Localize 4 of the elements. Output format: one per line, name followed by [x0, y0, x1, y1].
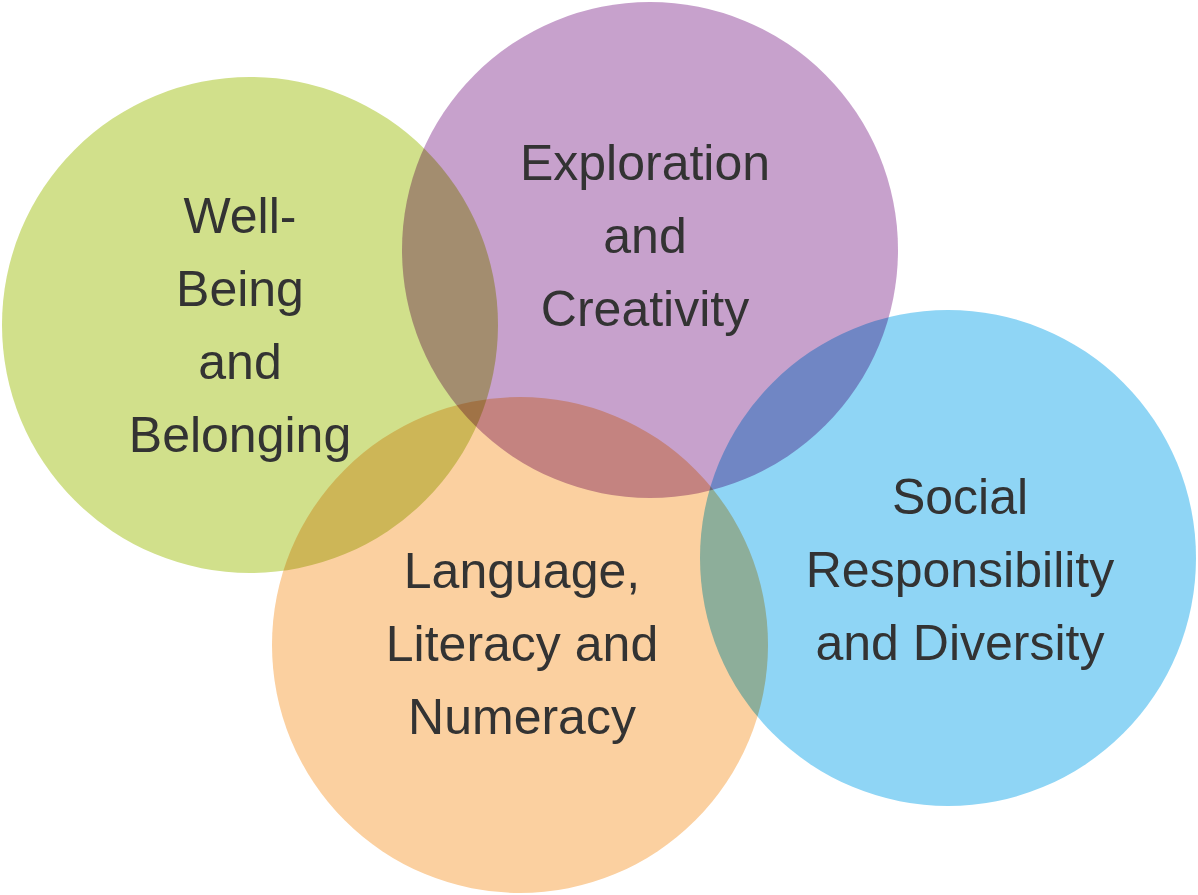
category-label: Well-Being and Belonging [128, 187, 352, 465]
category-label: Social Responsibility and Diversity [805, 467, 1115, 673]
category-label: Exploration and Creativity [519, 133, 771, 339]
category-label: Language, Literacy and Numeracy [384, 541, 660, 747]
